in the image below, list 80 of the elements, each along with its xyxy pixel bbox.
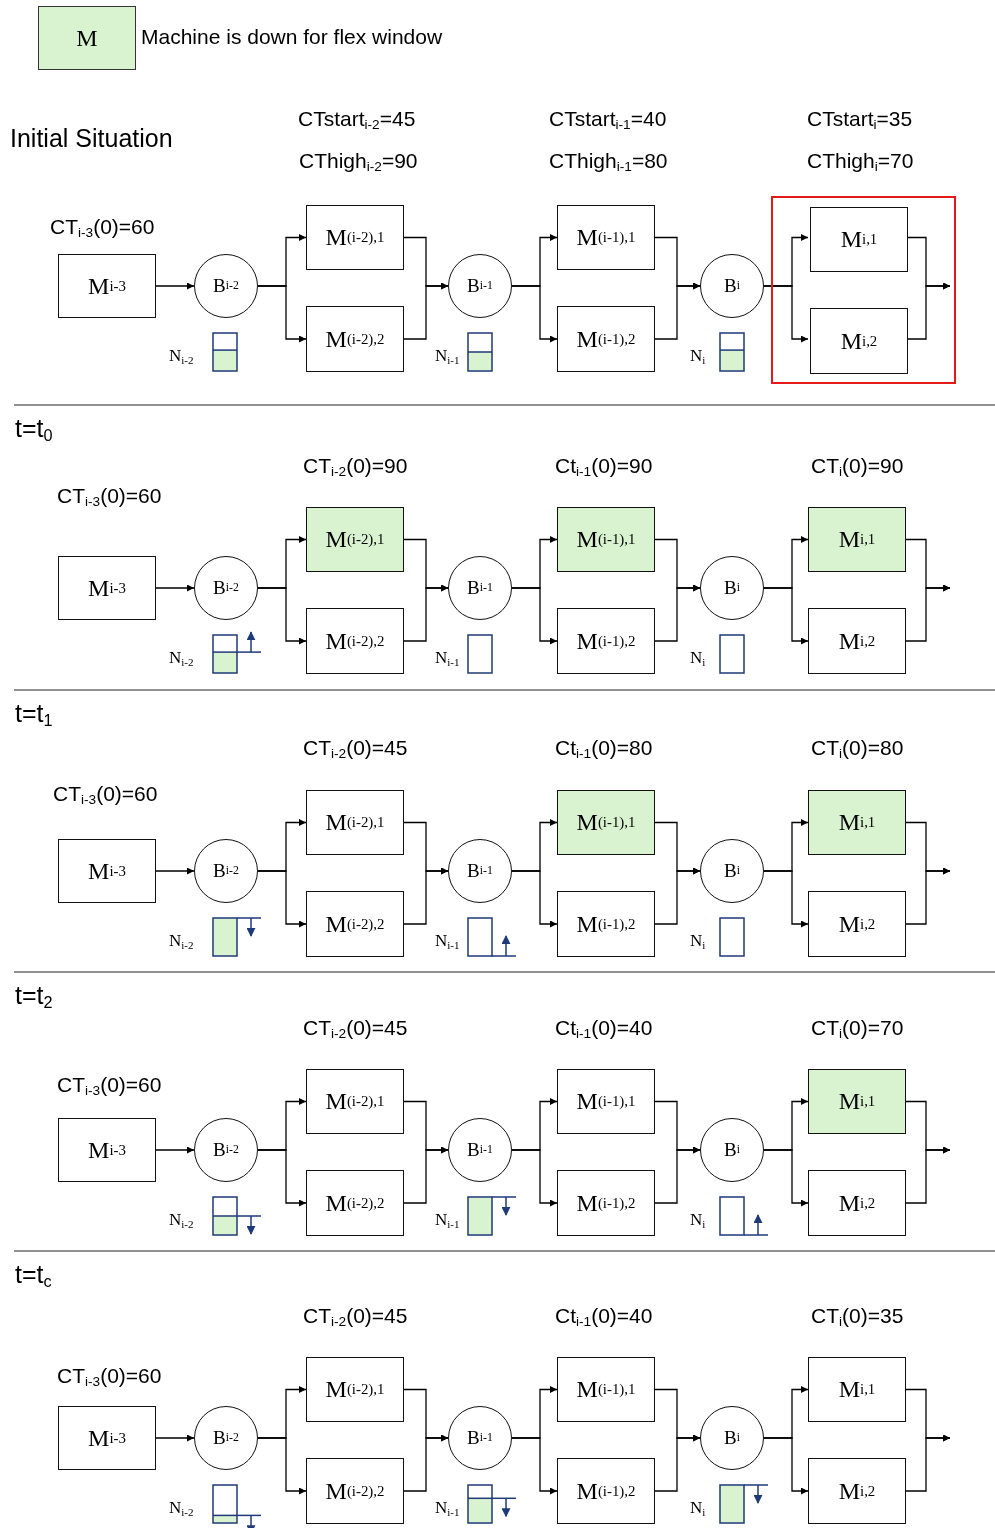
- parameter-label: CT$_{i-3}$(0)=60: [50, 214, 155, 242]
- connector-arrow: [155, 282, 195, 290]
- buffer-level-label: N$_{i-2}$: [169, 648, 194, 669]
- parameter-label: CT$_{i}$(0)=80: [811, 735, 904, 763]
- connector-arrow: [257, 587, 307, 645]
- buffer-level-label: N$_{i-2}$: [169, 1210, 194, 1231]
- connector-arrow: [654, 1434, 701, 1492]
- section-heading: t=t$_{2}$: [15, 980, 53, 1013]
- connector-arrow: [763, 1149, 809, 1207]
- section-heading: Initial Situation: [10, 123, 173, 153]
- legend-symbol: M: [76, 24, 98, 52]
- buffer-level-label: N$_{i-2}$: [169, 1498, 194, 1519]
- connector-arrow: [905, 584, 951, 642]
- connector-arrow: [905, 1146, 951, 1204]
- connector-arrow: [763, 870, 809, 928]
- parameter-label: CT$_{i-2}$(0)=45: [303, 735, 408, 763]
- connector-arrow: [155, 1146, 195, 1154]
- connector-arrow: [511, 587, 558, 645]
- parameter-label: CT$_{i}$(0)=70: [811, 1015, 904, 1043]
- parameter-label: CT$_{i-3}$(0)=60: [53, 781, 158, 809]
- buffer-level-label: N$_{i-1}$: [435, 648, 460, 669]
- parameter-label: CThigh$_{i-1}$=80: [549, 148, 668, 176]
- parameter-label: Ct$_{i-1}$(0)=90: [555, 453, 653, 481]
- buffer-level-label: N$_{i-2}$: [169, 346, 194, 367]
- buffer-level-label: N$_{i-1}$: [435, 931, 460, 952]
- connector-arrow: [763, 1437, 809, 1495]
- connector-arrow: [257, 1437, 307, 1495]
- connector-arrow: [403, 1434, 449, 1492]
- connector-arrow: [511, 1437, 558, 1495]
- section-heading: t=t$_{c}$: [15, 1259, 52, 1292]
- parameter-label: CT$_{i-3}$(0)=60: [57, 1072, 162, 1100]
- parameter-label: CT$_{i-3}$(0)=60: [57, 1363, 162, 1391]
- connector-arrow: [905, 1434, 951, 1492]
- parameter-label: Ct$_{i-1}$(0)=40: [555, 1303, 653, 1331]
- connector-arrow: [155, 867, 195, 875]
- parameter-label: CT$_{i-3}$(0)=60: [57, 483, 162, 511]
- connector-arrow: [403, 282, 449, 340]
- parameter-label: CT$_{i}$(0)=35: [811, 1303, 904, 1331]
- parameter-label: CThigh$_{i-2}$=90: [299, 148, 418, 176]
- parameter-label: CTstart$_{i-1}$=40: [549, 106, 667, 134]
- connector-arrow: [257, 1149, 307, 1207]
- connector-arrow: [403, 584, 449, 642]
- section-heading: t=t$_{0}$: [15, 413, 53, 446]
- connector-arrow: [654, 867, 701, 925]
- parameter-label: CTstart$_{i-2}$=45: [298, 106, 416, 134]
- buffer-level-label: N$_{i}$: [690, 1210, 706, 1231]
- connector-arrow: [763, 587, 809, 645]
- connector-arrow: [654, 282, 701, 340]
- buffer-level-label: N$_{i-2}$: [169, 931, 194, 952]
- connector-arrow: [155, 584, 195, 592]
- buffer-level-label: N$_{i}$: [690, 1498, 706, 1519]
- buffer-level-label: N$_{i-1}$: [435, 1210, 460, 1231]
- buffer-level-label: N$_{i}$: [690, 648, 706, 669]
- connector-arrow: [905, 867, 951, 925]
- connector-arrow: [654, 1146, 701, 1204]
- buffer-level-label: N$_{i}$: [690, 346, 706, 367]
- connector-arrow: [654, 584, 701, 642]
- parameter-label: CT$_{i-2}$(0)=90: [303, 453, 408, 481]
- connector-arrow: [511, 870, 558, 928]
- connector-arrow: [403, 867, 449, 925]
- connector-arrow: [511, 1149, 558, 1207]
- parameter-label: CT$_{i}$(0)=90: [811, 453, 904, 481]
- parameter-label: Ct$_{i-1}$(0)=40: [555, 1015, 653, 1043]
- parameter-label: CT$_{i-2}$(0)=45: [303, 1015, 408, 1043]
- parameter-label: CT$_{i-2}$(0)=45: [303, 1303, 408, 1331]
- connector-arrow: [511, 285, 558, 343]
- connector-arrow: [763, 285, 809, 343]
- connector-arrow: [257, 285, 307, 343]
- section-heading: t=t$_{1}$: [15, 698, 53, 731]
- highlight-frame: [771, 196, 956, 384]
- parameter-label: CTstart$_{i}$=35: [807, 106, 913, 134]
- buffer-level-label: N$_{i-1}$: [435, 1498, 460, 1519]
- parameter-label: CThigh$_{i}$=70: [807, 148, 914, 176]
- parameter-label: Ct$_{i-1}$(0)=80: [555, 735, 653, 763]
- legend-text: Machine is down for flex window: [141, 24, 443, 50]
- buffer-level-label: N$_{i}$: [690, 931, 706, 952]
- connector-arrow: [257, 870, 307, 928]
- connector-arrow: [403, 1146, 449, 1204]
- connector-arrow: [155, 1434, 195, 1442]
- buffer-level-label: N$_{i-1}$: [435, 346, 460, 367]
